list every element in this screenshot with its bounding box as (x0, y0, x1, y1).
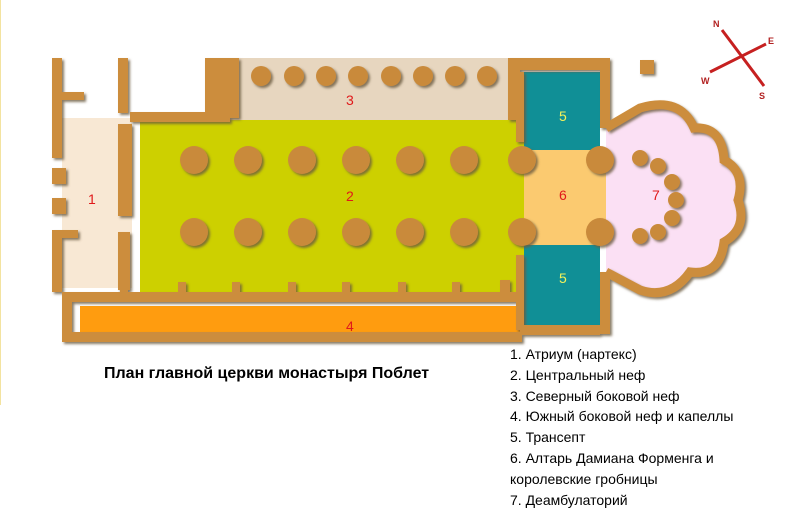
legend-item-2: 2. Центральный неф (510, 366, 646, 383)
walls (52, 58, 746, 342)
zone-label-3: 3 (346, 92, 354, 108)
zone-label-2: 2 (346, 188, 354, 204)
zone-label-5-north: 5 (559, 108, 567, 124)
legend-item-1: 1. Атриум (нартекс) (510, 346, 637, 362)
zone-label-5-south: 5 (559, 270, 567, 286)
zone-north-aisle (228, 58, 518, 120)
legend: 1. Атриум (нартекс) 2. Центральный неф 3… (510, 344, 733, 510)
zone-labels: 1 2 3 4 5 6 5 7 (88, 92, 660, 334)
legend-item-4: 4. Южный боковой неф и капеллы (510, 408, 734, 425)
zone-transept-north (524, 72, 600, 150)
legend-item-6: 6. Алтарь Дамиана Форменга и (510, 449, 714, 466)
compass-s: S (759, 91, 765, 101)
plan-title: План главной церкви монастыря Поблет (104, 365, 430, 382)
compass-e: E (768, 36, 774, 46)
compass-w: W (701, 76, 710, 86)
zone-label-1: 1 (88, 191, 96, 207)
zone-south-aisle (80, 306, 520, 332)
pillars (180, 66, 684, 246)
zone-transept-south (524, 245, 600, 325)
zone-label-7: 7 (652, 187, 660, 203)
zone-label-6: 6 (559, 187, 567, 203)
zone-label-4: 4 (346, 318, 354, 334)
legend-item-5: 5. Трансепт (510, 429, 586, 446)
legend-item-6-cont: королевские гробницы (510, 470, 658, 487)
compass-icon: N E W S (701, 19, 774, 101)
left-edge-line (0, 0, 1, 405)
legend-item-3: 3. Северный боковой неф (510, 387, 680, 404)
compass-n: N (713, 19, 720, 29)
legend-item-7: 7. Деамбулаторий (510, 491, 628, 508)
